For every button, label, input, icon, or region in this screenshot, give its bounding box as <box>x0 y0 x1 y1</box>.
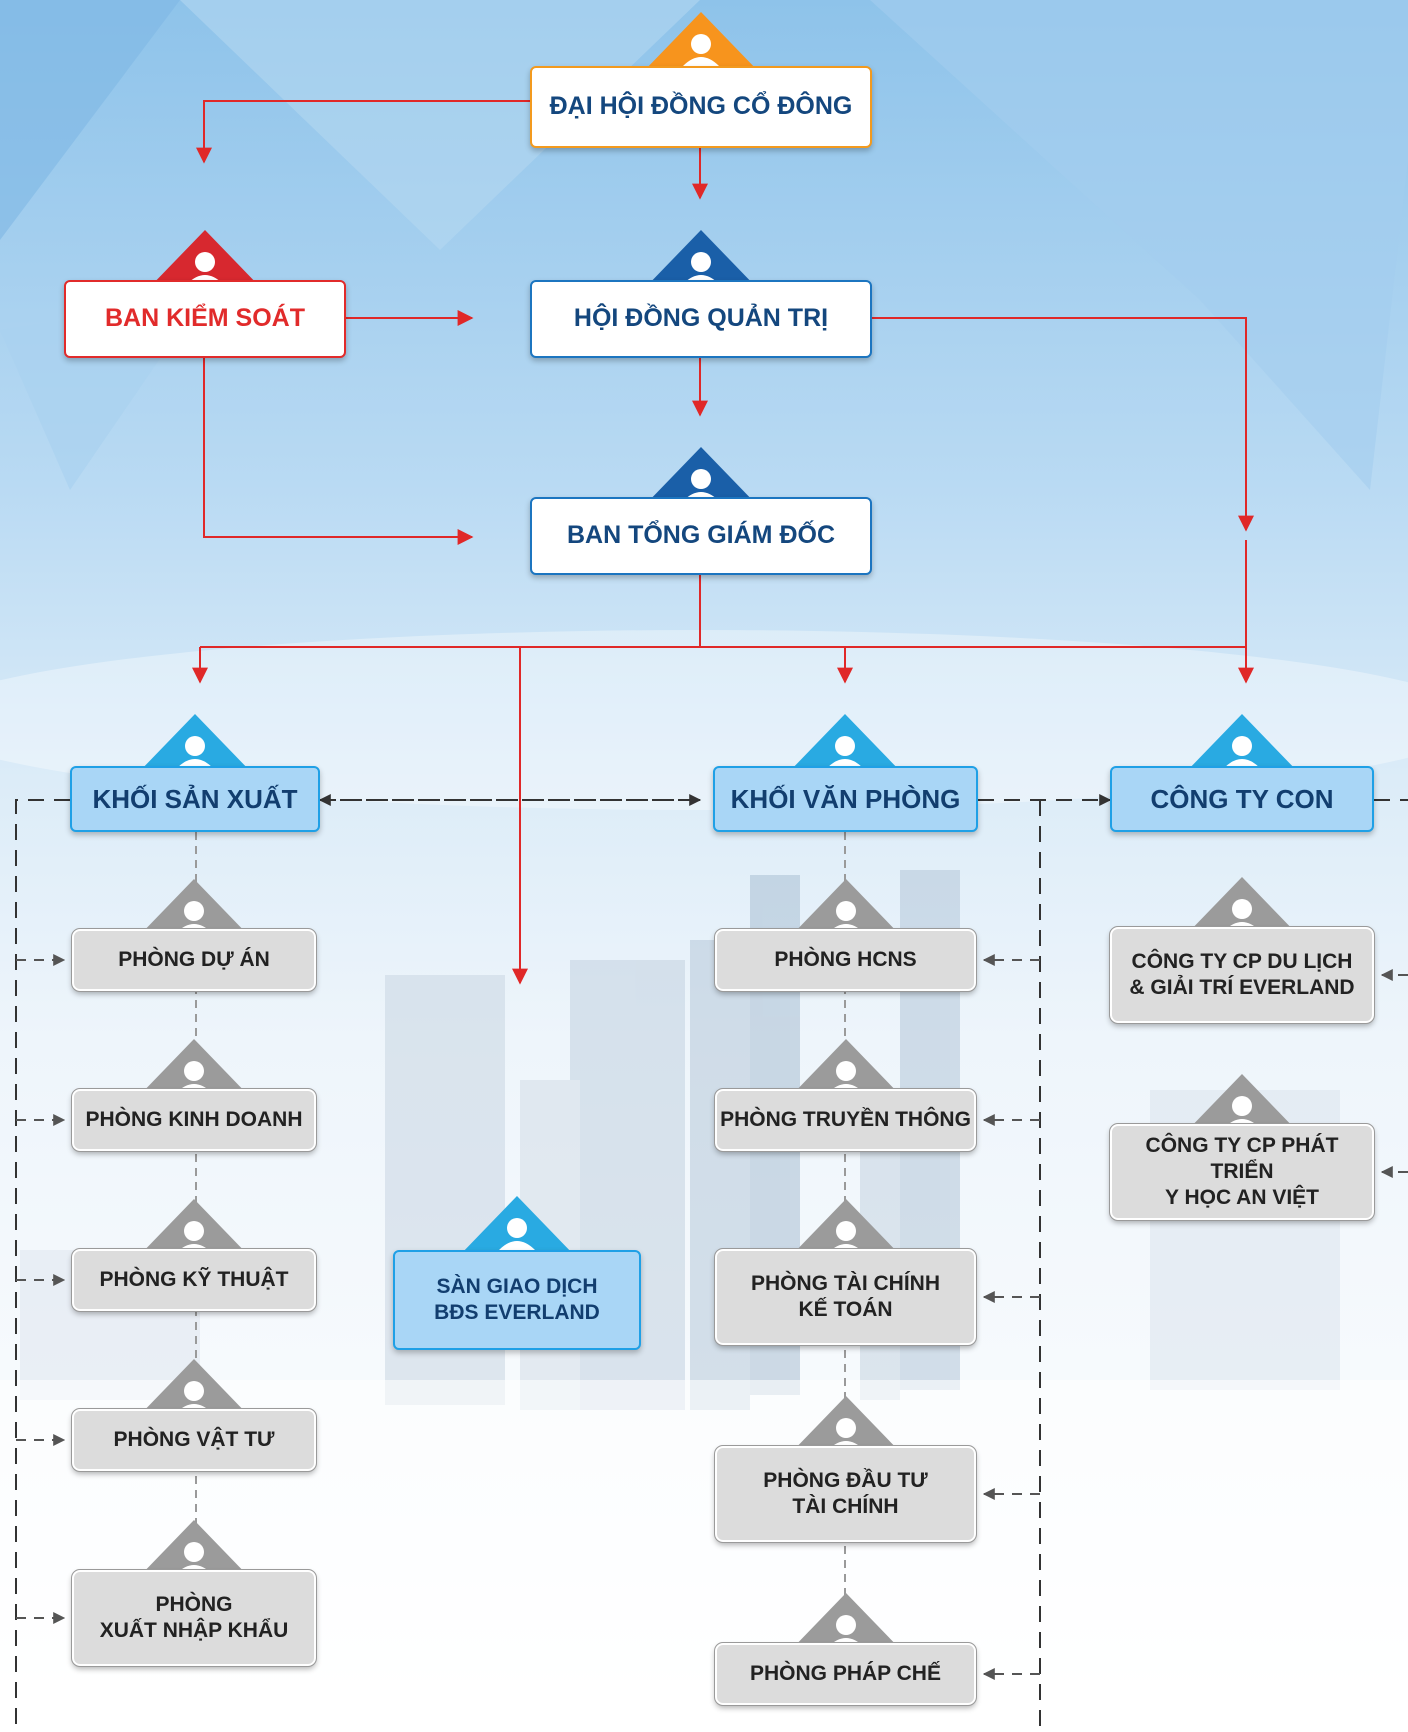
department-box[interactable]: PHÒNG ĐẦU TƯ TÀI CHÍNH <box>714 1445 977 1543</box>
department-box[interactable]: PHÒNG KINH DOANH <box>71 1088 317 1152</box>
production-division-node: KHỐI SẢN XUẤT <box>70 712 320 832</box>
board-node: HỘI ĐỒNG QUẢN TRỊ <box>530 228 872 358</box>
department-box[interactable]: CÔNG TY CP PHÁT TRIỂN Y HỌC AN VIỆT <box>1109 1123 1375 1221</box>
department-box[interactable]: PHÒNG XUẤT NHẬP KHẨU <box>71 1569 317 1667</box>
department-node: PHÒNG XUẤT NHẬP KHẨU <box>71 1518 317 1667</box>
supervisory-box[interactable]: BAN KIỂM SOÁT <box>64 280 346 358</box>
department-box[interactable]: CÔNG TY CP DU LỊCH & GIẢI TRÍ EVERLAND <box>1109 926 1375 1024</box>
exchange-box[interactable]: SÀN GIAO DỊCH BĐS EVERLAND <box>393 1250 641 1350</box>
person-icon <box>137 714 253 774</box>
department-box[interactable]: PHÒNG HCNS <box>714 928 977 992</box>
link-shareholders-audit <box>196 100 530 164</box>
department-box[interactable]: PHÒNG PHÁP CHẾ <box>714 1642 977 1706</box>
department-box[interactable]: PHÒNG DỰ ÁN <box>71 928 317 992</box>
department-box[interactable]: PHÒNG KỸ THUẬT <box>71 1248 317 1312</box>
production-division-box[interactable]: KHỐI SẢN XUẤT <box>70 766 320 832</box>
department-node: PHÒNG ĐẦU TƯ TÀI CHÍNH <box>714 1394 977 1543</box>
department-node: PHÒNG DỰ ÁN <box>71 877 317 992</box>
link-executive-bus <box>200 575 1246 648</box>
department-node: PHÒNG PHÁP CHẾ <box>714 1591 977 1706</box>
department-box[interactable]: PHÒNG VẬT TƯ <box>71 1408 317 1472</box>
department-node: PHÒNG HCNS <box>714 877 977 992</box>
department-node: PHÒNG TÀI CHÍNH KẾ TOÁN <box>714 1197 977 1346</box>
person-icon <box>1184 714 1300 774</box>
board-box[interactable]: HỘI ĐỒNG QUẢN TRỊ <box>530 280 872 358</box>
link-audit-executive <box>203 356 474 545</box>
exchange-node: SÀN GIAO DỊCH BĐS EVERLAND <box>393 1194 641 1350</box>
person-icon <box>643 12 759 72</box>
department-node: CÔNG TY CP DU LỊCH & GIẢI TRÍ EVERLAND <box>1109 875 1375 1024</box>
department-node: PHÒNG TRUYỀN THÔNG <box>714 1037 977 1152</box>
link-board-subsidiaries <box>871 317 1254 532</box>
person-icon <box>134 1197 254 1264</box>
person-icon <box>459 1196 575 1256</box>
department-node: PHÒNG VẬT TƯ <box>71 1357 317 1472</box>
department-node: CÔNG TY CP PHÁT TRIỂN Y HỌC AN VIỆT <box>1109 1072 1375 1221</box>
department-box[interactable]: PHÒNG TÀI CHÍNH KẾ TOÁN <box>714 1248 977 1346</box>
shareholders-node: ĐẠI HỘI ĐỒNG CỔ ĐÔNG <box>530 10 872 148</box>
subsidiaries-division-box[interactable]: CÔNG TY CON <box>1110 766 1374 832</box>
department-box[interactable]: PHÒNG TRUYỀN THÔNG <box>714 1088 977 1152</box>
person-icon <box>787 714 903 774</box>
executive-node: BAN TỔNG GIÁM ĐỐC <box>530 445 872 575</box>
shareholders-box[interactable]: ĐẠI HỘI ĐỒNG CỔ ĐÔNG <box>530 66 872 148</box>
dash-production-left <box>15 799 70 1732</box>
department-node: PHÒNG KỸ THUẬT <box>71 1197 317 1312</box>
supervisory-node: BAN KIỂM SOÁT <box>64 228 346 358</box>
executive-box[interactable]: BAN TỔNG GIÁM ĐỐC <box>530 497 872 575</box>
office-division-box[interactable]: KHỐI VĂN PHÒNG <box>713 766 978 832</box>
subsidiaries-division-node: CÔNG TY CON <box>1110 712 1374 832</box>
department-node: PHÒNG KINH DOANH <box>71 1037 317 1152</box>
person-icon <box>643 447 759 507</box>
office-division-node: KHỐI VĂN PHÒNG <box>713 712 978 832</box>
